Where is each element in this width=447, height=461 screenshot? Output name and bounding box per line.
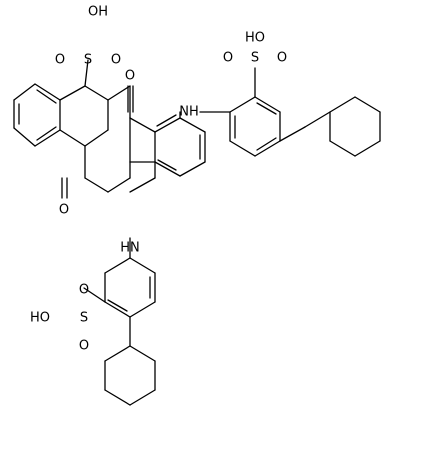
atom-s: S	[84, 53, 92, 68]
atom-oh: OH	[88, 5, 108, 20]
atom-s: S	[80, 311, 88, 326]
atom-labels: OH S O O O O NH HN HO S O O HO S O O	[30, 5, 287, 354]
bonds	[13, 59, 381, 406]
atom-s: S	[251, 51, 259, 66]
atom-oh: HO	[245, 31, 265, 46]
atom-o: O	[79, 283, 89, 298]
atom-o: O	[223, 51, 233, 66]
atom-o: O	[277, 51, 287, 66]
atom-o-carbonyl: O	[59, 203, 69, 218]
atom-o-carbonyl: O	[125, 69, 135, 84]
atom-o: O	[79, 339, 89, 354]
atom-ho: HO	[30, 311, 50, 326]
atom-nh: NH	[179, 105, 199, 120]
atom-hn: HN	[120, 241, 140, 256]
atom-o: O	[111, 53, 121, 68]
atom-o: O	[55, 53, 65, 68]
